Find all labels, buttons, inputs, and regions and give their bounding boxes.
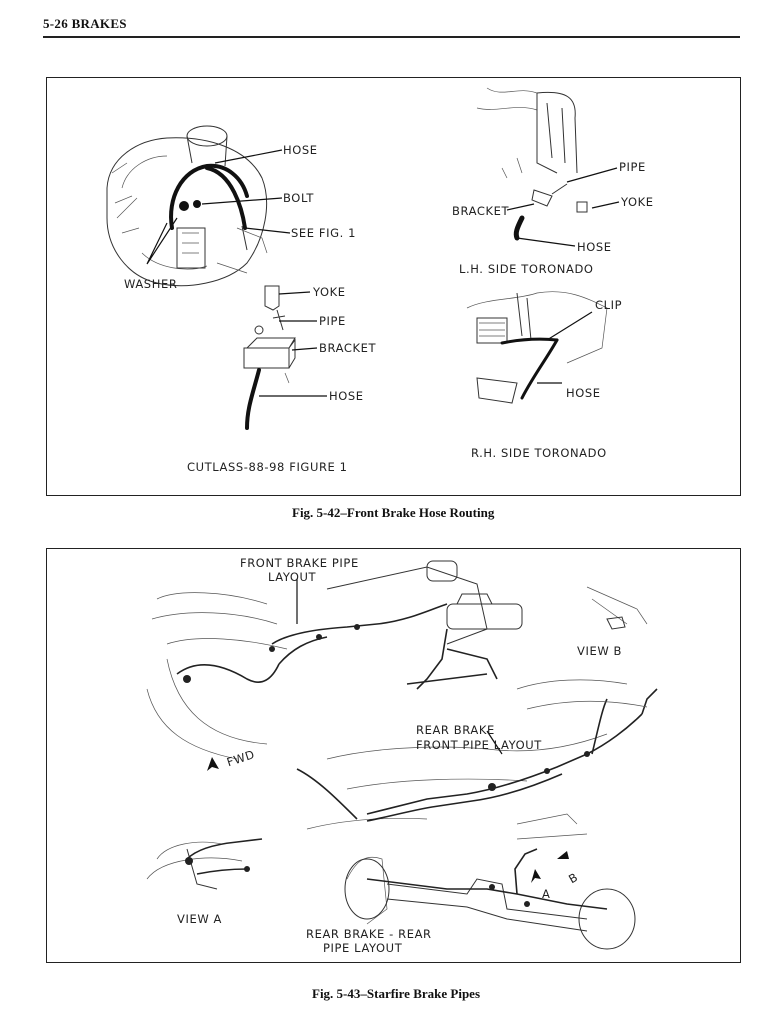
- starfire-brake-pipes-illustration: [146, 560, 658, 950]
- label-rear-brake-rear: REAR BRAKE - REAR: [306, 927, 432, 941]
- figure-5-42-caption: Fig. 5-42–Front Brake Hose Routing: [292, 505, 495, 520]
- page-header: 5-26 BRAKES: [43, 14, 740, 38]
- label-rear-brake: REAR BRAKE: [416, 723, 495, 737]
- label-rear-pipe-layout: PIPE LAYOUT: [323, 941, 403, 955]
- front-compartment-drawing: [146, 560, 648, 760]
- label-front-layout: LAYOUT: [268, 570, 317, 584]
- fwd-arrow-icon: [207, 757, 219, 771]
- label-hose-rh: HOSE: [566, 386, 601, 400]
- label-see-fig-1: SEE FIG. 1: [291, 226, 357, 240]
- label-view-b: VIEW B: [577, 644, 623, 658]
- page-number-section: 5-26 BRAKES: [43, 16, 127, 31]
- label-cutlass-title: CUTLASS-88-98 FIGURE 1: [187, 460, 348, 474]
- label-hose-right: HOSE: [577, 240, 612, 254]
- label-front-pipe-layout: FRONT PIPE LAYOUT: [416, 738, 542, 752]
- arrow-a-icon: [531, 869, 541, 883]
- front-brake-hose-illustration: [106, 87, 620, 430]
- label-yoke-left: YOKE: [313, 285, 346, 299]
- label-pipe-right: PIPE: [619, 160, 646, 174]
- label-front-brake-pipe: FRONT BRAKE PIPE: [240, 556, 359, 570]
- label-hose-top: HOSE: [283, 143, 318, 157]
- label-clip: CLIP: [595, 298, 623, 312]
- label-lh-side-toronado: L.H. SIDE TORONADO: [459, 262, 594, 276]
- label-bolt: BOLT: [283, 191, 314, 205]
- figure-5-42-panel: HOSE BOLT SEE FIG. 1 WASHER YOKE PIPE BR…: [46, 77, 741, 496]
- rh-toronado-drawing: [466, 291, 608, 404]
- rear-axle-drawing: [344, 813, 636, 950]
- label-bracket-right: BRACKET: [452, 204, 510, 218]
- cutlass-bracket-exploded-drawing: [243, 285, 327, 430]
- label-washer: WASHER: [124, 277, 178, 291]
- view-a-drawing: [146, 838, 263, 890]
- label-arrow-a: A: [542, 887, 551, 901]
- cutlass-wheel-assembly-drawing: [106, 125, 291, 287]
- label-pipe-left: PIPE: [319, 314, 346, 328]
- arrow-b-icon: [557, 851, 569, 859]
- label-view-a: VIEW A: [177, 912, 223, 926]
- figure-5-43-caption: Fig. 5-43–Starfire Brake Pipes: [312, 986, 481, 1001]
- lh-toronado-drawing: [476, 87, 620, 247]
- label-yoke-right: YOKE: [621, 195, 654, 209]
- label-rh-side-toronado: R.H. SIDE TORONADO: [471, 446, 607, 460]
- label-hose-left: HOSE: [329, 389, 364, 403]
- rear-brake-front-pipe-drawing: [296, 679, 658, 830]
- figure-5-43-panel: FRONT BRAKE PIPE LAYOUT VIEW B REAR BRAK…: [46, 548, 741, 963]
- label-bracket-left: BRACKET: [319, 341, 377, 355]
